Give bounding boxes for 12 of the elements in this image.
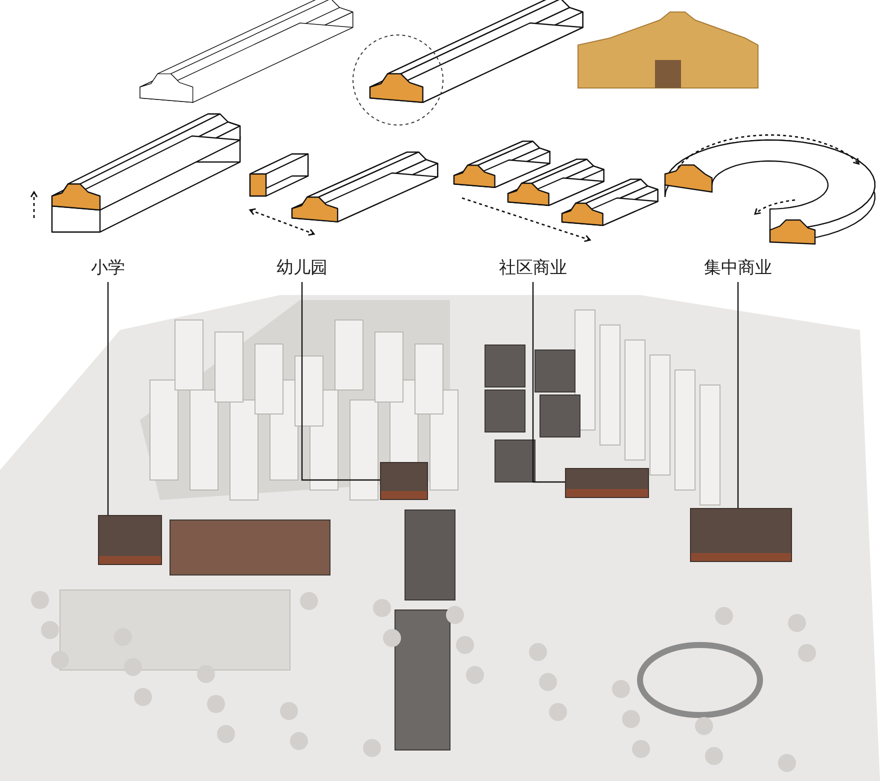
leader-line	[737, 282, 739, 508]
leader-line	[107, 282, 109, 515]
building-block	[98, 515, 162, 565]
building-type-label: 集中商业	[693, 256, 783, 280]
building-type-label: 社区商业	[488, 256, 578, 280]
building-type-label: 幼儿园	[267, 256, 337, 280]
leader-line	[532, 282, 565, 483]
building-type-label: 小学	[83, 256, 133, 280]
leader-line	[301, 282, 380, 481]
building-block	[380, 462, 428, 500]
building-block	[565, 468, 649, 498]
building-block	[690, 508, 792, 562]
